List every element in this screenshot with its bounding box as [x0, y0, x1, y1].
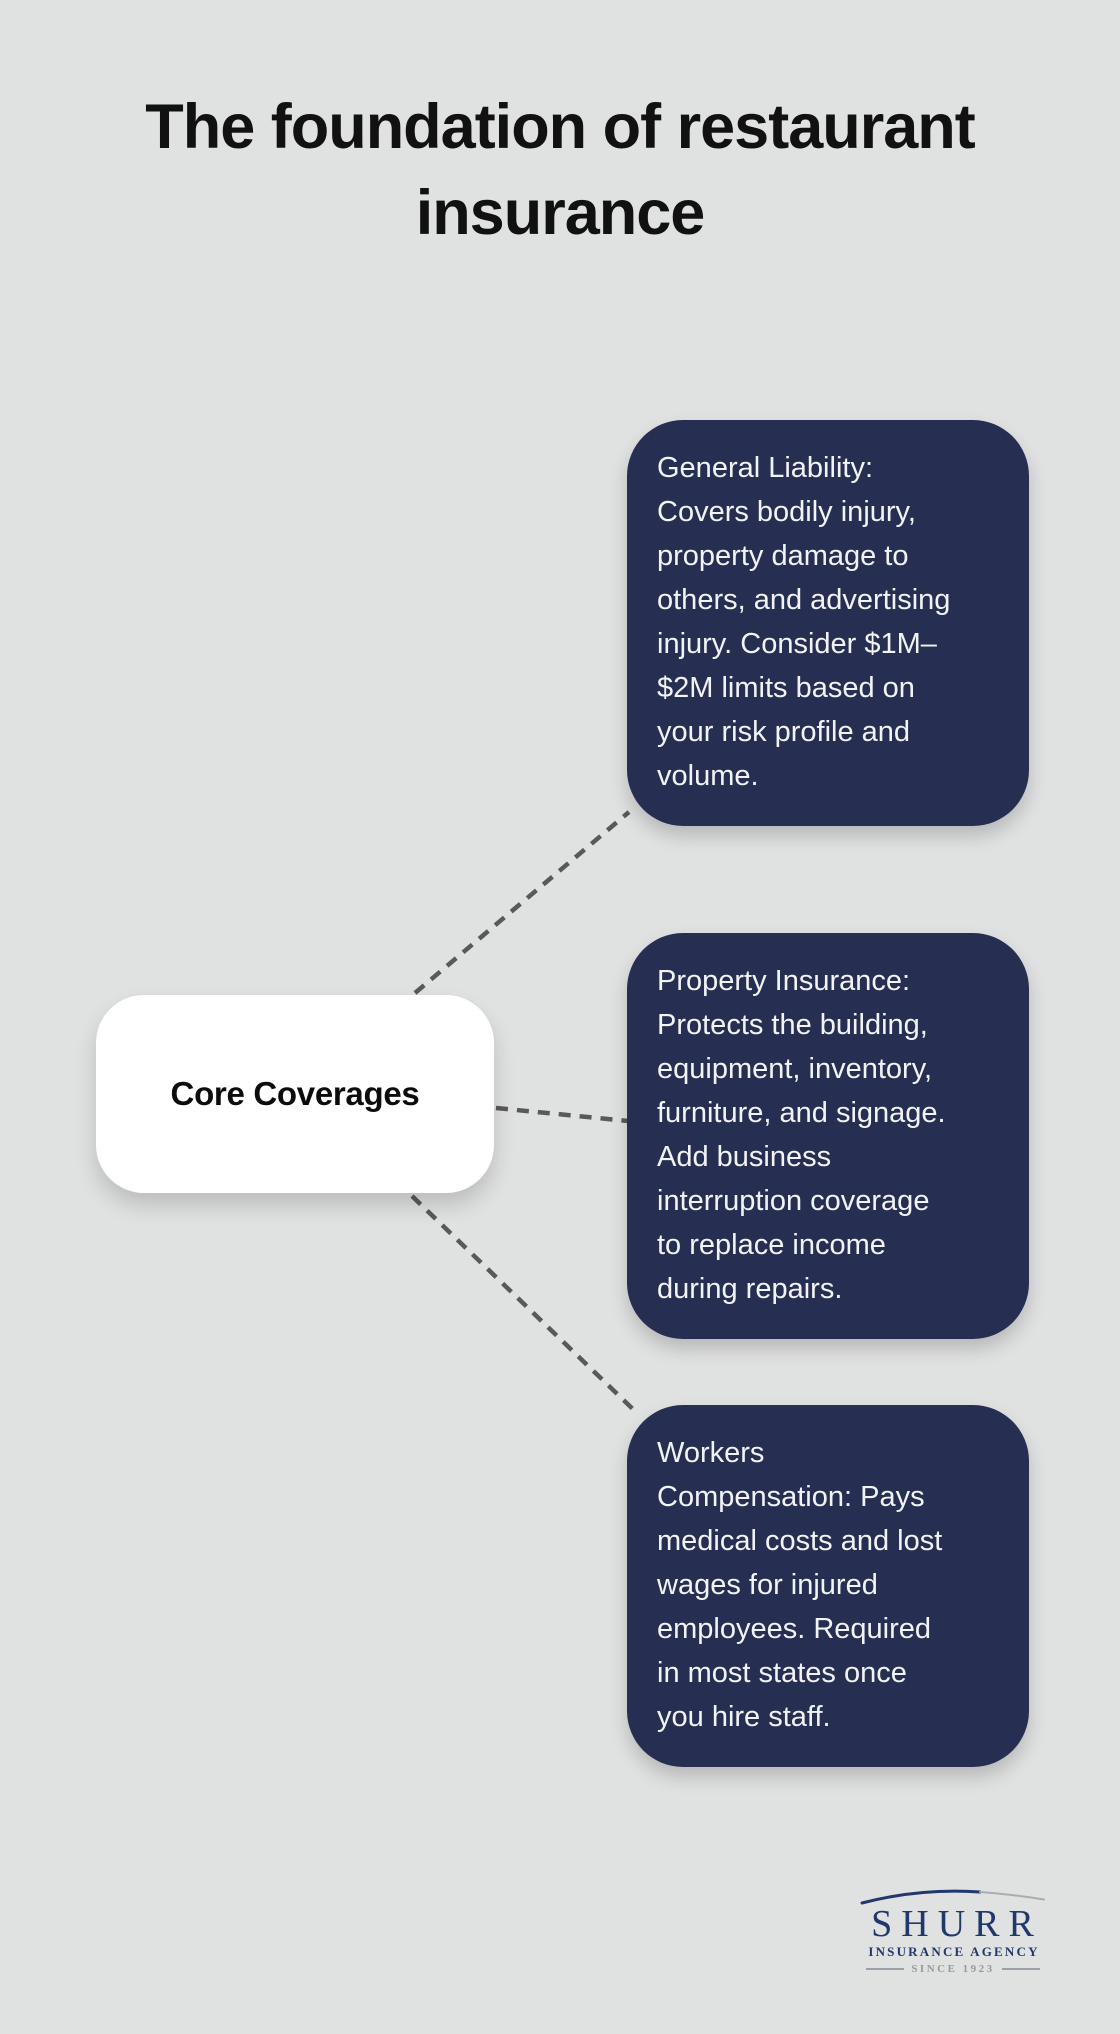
- logo-tagline: SINCE 1923: [911, 1963, 995, 1975]
- branch-card-text: Workers Compensation: Pays medical costs…: [657, 1437, 943, 1733]
- branch-card-workers-compensation: Workers Compensation: Pays medical costs…: [627, 1405, 1029, 1767]
- logo-tagline-row: SINCE 1923: [858, 1963, 1048, 1975]
- logo-subtitle: INSURANCE AGENCY: [868, 1944, 1040, 1959]
- connector-line-bottom: [410, 1194, 640, 1416]
- logo-swoosh-icon: [860, 1889, 1045, 1905]
- logo-name: SHURR: [871, 1903, 1043, 1945]
- branch-card-property-insurance: Property Insurance: Protects the buildin…: [627, 933, 1029, 1339]
- branch-card-text: Property Insurance: Protects the buildin…: [657, 965, 946, 1305]
- center-node-core-coverages: Core Coverages: [96, 995, 494, 1193]
- tagline-rule-right: [1001, 1968, 1040, 1970]
- page-title: The foundation of restaurant insurance: [145, 92, 975, 248]
- tagline-rule-left: [866, 1968, 905, 1970]
- shurr-logo: SHURR INSURANCE AGENCY SINCE 1923: [858, 1886, 1048, 1975]
- branch-card-text: General Liability: Covers bodily injury,…: [657, 452, 951, 792]
- branch-card-general-liability: General Liability: Covers bodily injury,…: [627, 420, 1029, 826]
- connector-line-top: [413, 810, 631, 995]
- connector-line-middle: [495, 1105, 629, 1124]
- center-node-label: Core Coverages: [170, 1075, 420, 1112]
